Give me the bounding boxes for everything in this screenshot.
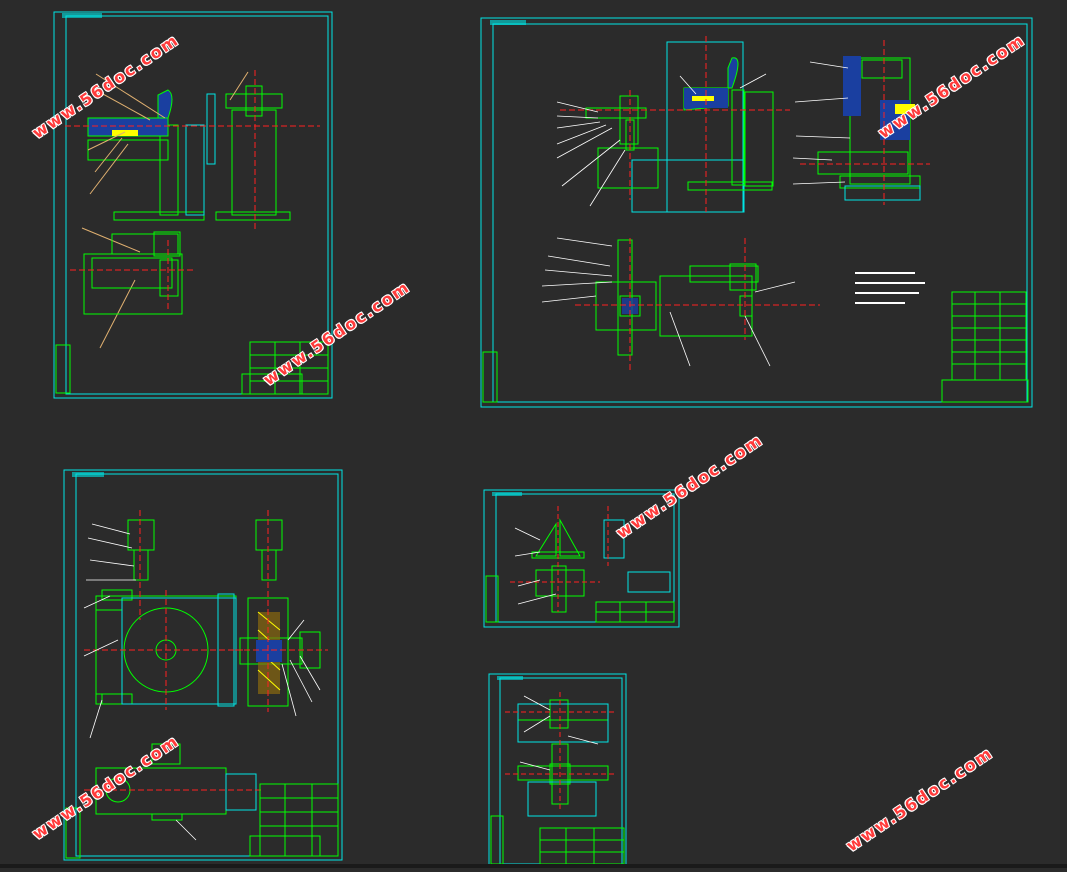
sheet-4[interactable] (483, 489, 680, 628)
bottom-bar (0, 864, 1067, 868)
sheet-3[interactable] (63, 469, 343, 861)
sheet-1[interactable] (53, 11, 333, 399)
sheet-2[interactable] (480, 17, 1033, 408)
